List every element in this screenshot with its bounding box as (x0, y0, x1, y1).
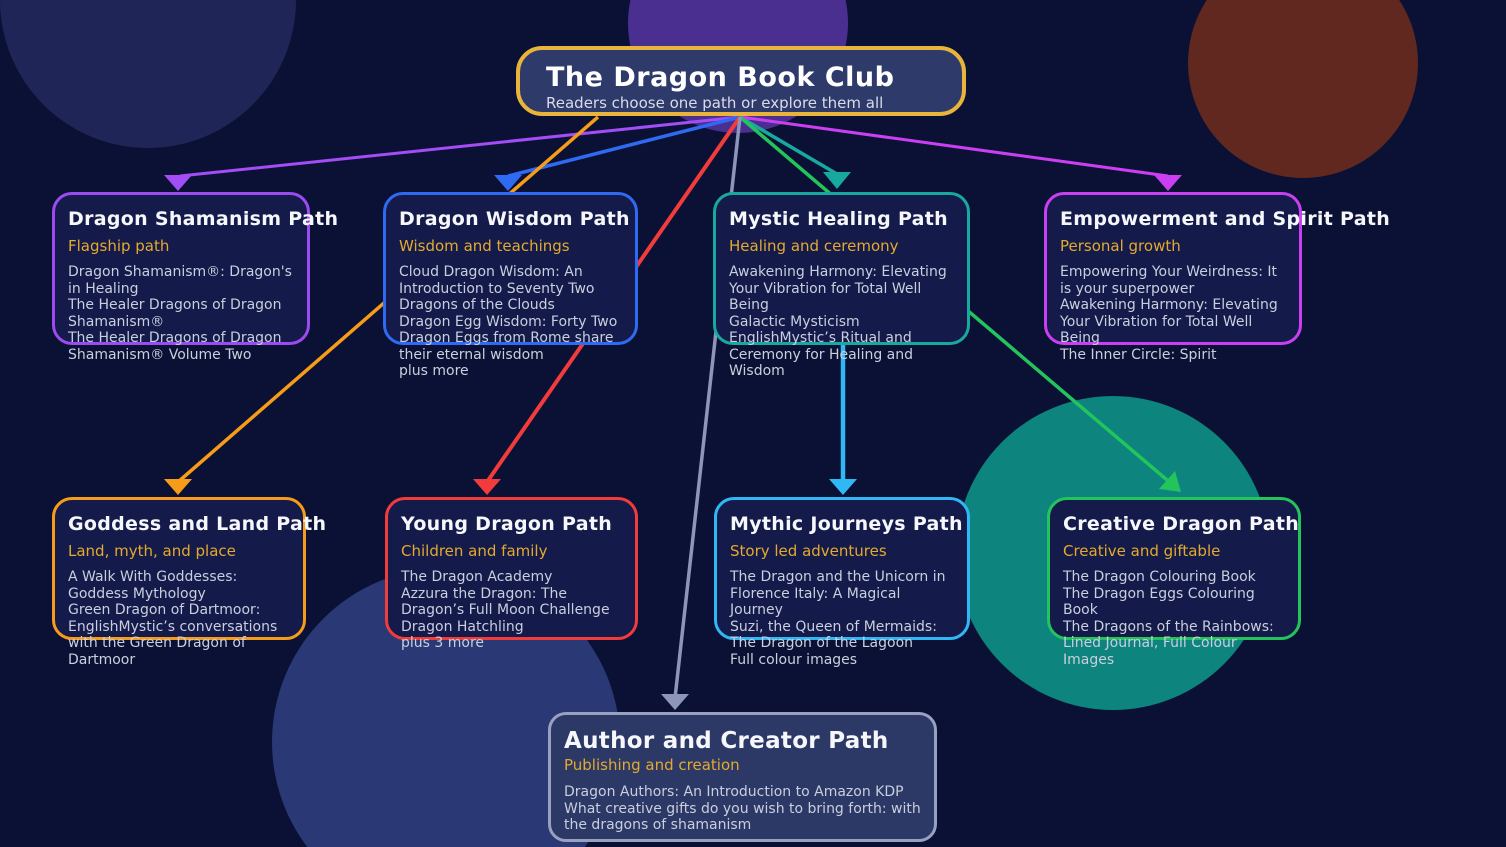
node-goddess-and-land-path: Goddess and Land Path Land, myth, and pl… (52, 497, 327, 668)
node-title: Author and Creator Path (564, 728, 889, 754)
book-item: The Dragon Academy (401, 569, 553, 585)
node-mythic-journeys-path: Mythic Journeys Path Story led adventure… (714, 497, 970, 668)
book-item: Dragon Shamanism®: Dragon's in Healing (68, 264, 292, 297)
book-item: The Dragon Eggs Colouring Book (1063, 585, 1255, 619)
edge-club-to-mystic (739, 115, 851, 189)
book-item: Awakening Harmony: Elevating Your Vibrat… (729, 264, 947, 314)
node-subtitle: Story led adventures (730, 542, 887, 560)
node-dragon-wisdom-path: Dragon Wisdom Path Wisdom and teachings … (383, 192, 638, 379)
node-subtitle: Land, myth, and place (68, 542, 236, 560)
node-subtitle: Creative and giftable (1063, 542, 1221, 560)
root-title: The Dragon Book Club (546, 62, 895, 93)
book-item: plus 3 more (401, 635, 485, 652)
node-young-dragon-path: Young Dragon Path Children and family Th… (385, 497, 638, 651)
book-item: Suzi, the Queen of Mermaids: The Dragon … (730, 618, 937, 652)
book-item: The Inner Circle: Spirit (1060, 346, 1217, 363)
book-item: Green Dragon of Dartmoor: EnglishMystic’… (68, 602, 278, 668)
node-mystic-healing-path: Mystic Healing Path Healing and ceremony… (713, 192, 970, 379)
node-subtitle: Flagship path (68, 237, 170, 255)
book-item: Cloud Dragon Wisdom: An Introduction to … (399, 264, 595, 314)
book-item: Dragon Authors: An Introduction to Amazo… (564, 784, 904, 800)
book-item: A Walk With Goddesses: Goddess Mythology (68, 569, 238, 602)
node-dragon-shamanism-path: Dragon Shamanism Path Flagship path Drag… (52, 192, 339, 363)
book-list: The Dragon and the Unicorn in Florence I… (730, 569, 954, 668)
node-subtitle: Publishing and creation (564, 756, 740, 774)
root-node-dragon-book-club: The Dragon Book Club Readers choose one … (516, 46, 966, 116)
book-list: The Dragon Academy Azzura the Dragon: Th… (401, 569, 622, 652)
node-author-and-creator-path: Author and Creator Path Publishing and c… (548, 712, 937, 842)
book-item: Awakening Harmony: Elevating Your Vibrat… (1060, 297, 1278, 347)
book-item: plus more (399, 363, 469, 380)
node-subtitle: Personal growth (1060, 237, 1181, 255)
book-list: Empowering Your Weirdness: It is your su… (1060, 264, 1286, 363)
book-list: Dragon Authors: An Introduction to Amazo… (564, 784, 921, 834)
book-item: The Healer Dragons of Dragon Shamanism® … (68, 330, 282, 363)
book-item: EnglishMystic’s Ritual and Ceremony for … (729, 330, 914, 380)
node-subtitle: Healing and ceremony (729, 237, 899, 255)
edge-club-to-wisdom (494, 115, 741, 191)
book-list: Dragon Shamanism®: Dragon's in Healing T… (68, 264, 294, 363)
book-item: The Healer Dragons of Dragon Shamanism® (68, 297, 282, 330)
book-list: Cloud Dragon Wisdom: An Introduction to … (399, 264, 622, 380)
book-item: Dragon Hatchling (401, 618, 524, 635)
book-item: Full colour images (730, 651, 858, 668)
decor-circle-top-right (1188, 0, 1418, 178)
book-item: The Dragon and the Unicorn in Florence I… (730, 569, 946, 619)
root-subtitle: Readers choose one path or explore them … (546, 94, 884, 112)
node-title: Mystic Healing Path (729, 208, 948, 230)
edge-club-to-shamanism (164, 115, 741, 191)
book-item: What creative gifts do you wish to bring… (564, 800, 921, 834)
book-item: Galactic Mysticism (729, 313, 860, 330)
node-title: Empowerment and Spirit Path (1060, 208, 1391, 230)
node-title: Young Dragon Path (401, 513, 613, 535)
node-title: Creative Dragon Path (1063, 513, 1300, 535)
book-item: Empowering Your Weirdness: It is your su… (1060, 264, 1277, 297)
book-list: Awakening Harmony: Elevating Your Vibrat… (729, 264, 954, 380)
book-item: The Dragons of the Rainbows: Lined Journ… (1063, 618, 1274, 668)
node-creative-dragon-path: Creative Dragon Path Creative and giftab… (1047, 497, 1301, 668)
node-empowerment-and-spirit-path: Empowerment and Spirit Path Personal gro… (1044, 192, 1391, 363)
node-title: Dragon Wisdom Path (399, 208, 630, 230)
edge-mystic-to-mythic (829, 345, 857, 495)
node-title: Dragon Shamanism Path (68, 208, 339, 230)
book-list: A Walk With Goddesses: Goddess Mythology… (68, 569, 290, 668)
node-title: Goddess and Land Path (68, 513, 327, 535)
book-item: Dragon Egg Wisdom: Forty Two Dragon Eggs… (399, 313, 618, 363)
node-subtitle: Children and family (401, 542, 548, 560)
book-item: The Dragon Colouring Book (1063, 569, 1256, 585)
edge-club-to-empowerment (739, 115, 1182, 191)
book-item: Azzura the Dragon: The Dragon’s Full Moo… (401, 585, 610, 619)
node-title: Mythic Journeys Path (730, 513, 963, 535)
book-list: The Dragon Colouring Book The Dragon Egg… (1063, 569, 1285, 668)
node-subtitle: Wisdom and teachings (399, 237, 570, 255)
